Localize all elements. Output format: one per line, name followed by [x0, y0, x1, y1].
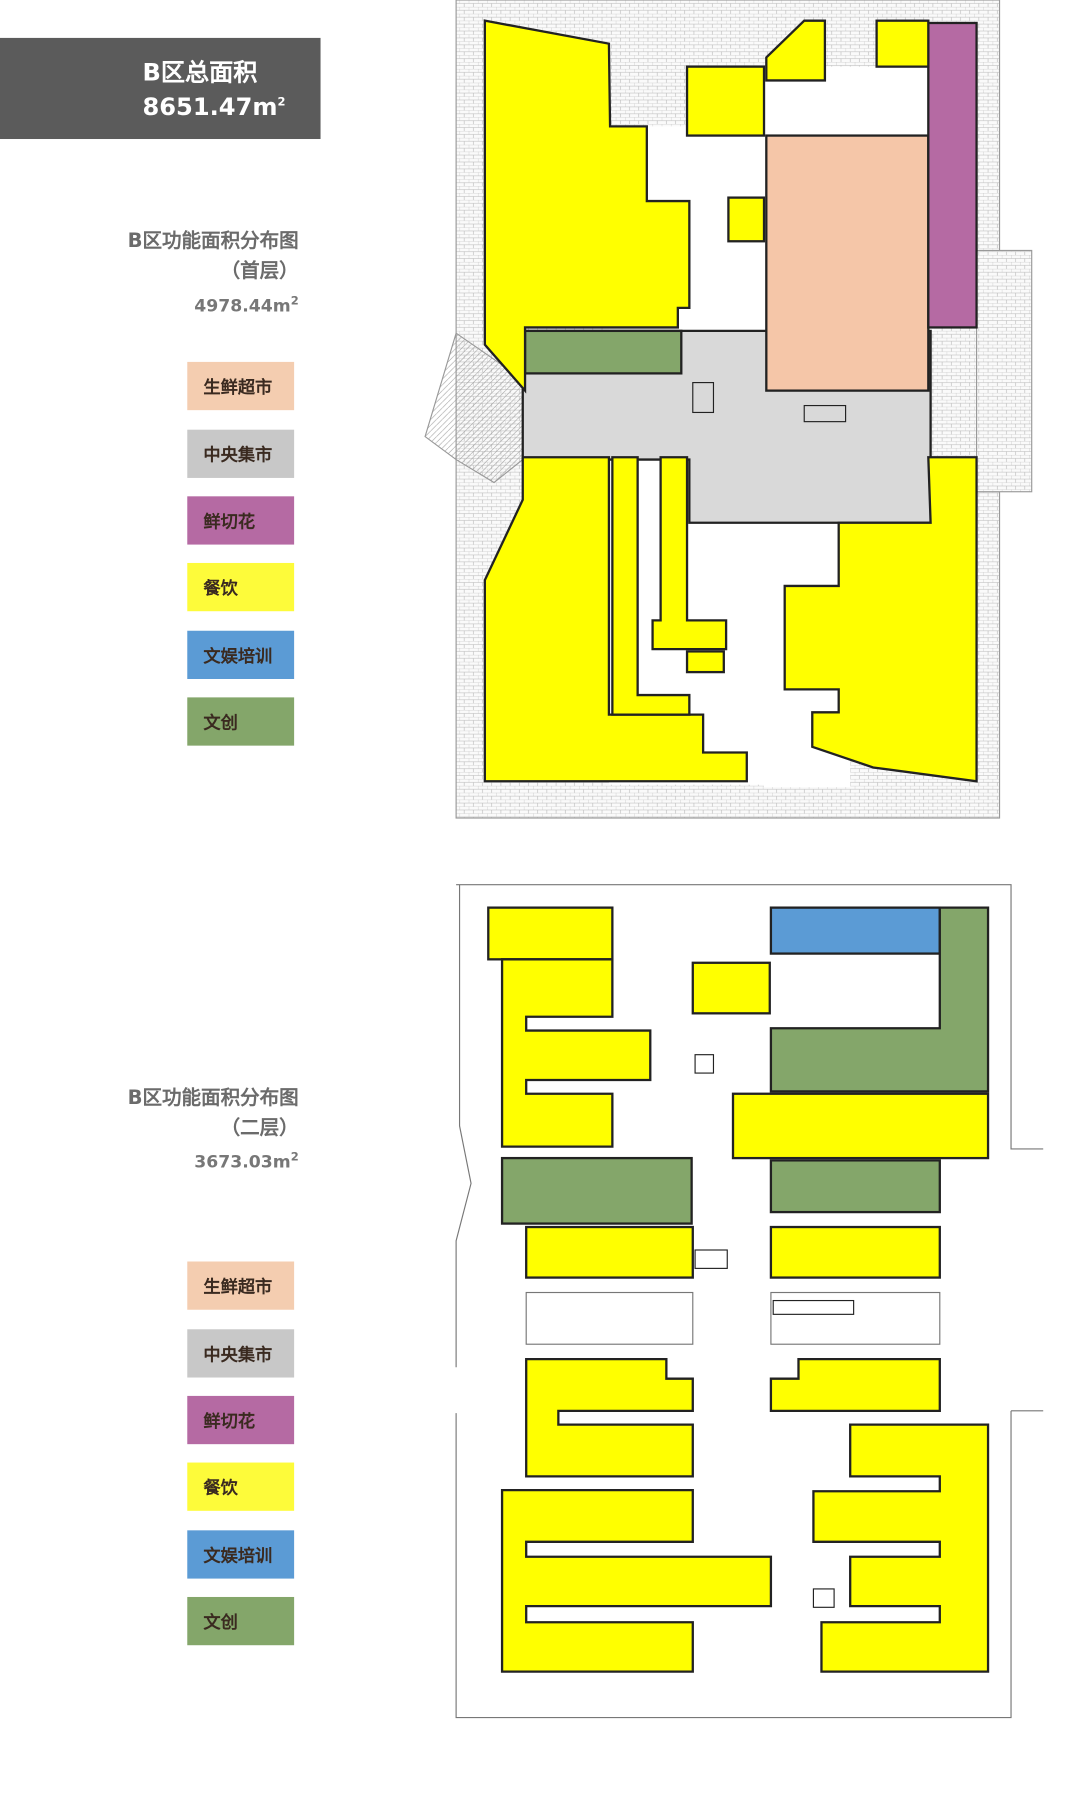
- flower-zone: [927, 21, 978, 329]
- elevator-icon: [812, 1588, 835, 1608]
- dining-zone: [487, 906, 614, 961]
- floor2-plan: [455, 884, 1044, 1719]
- floor2-title: B区功能面积分布图: [127, 1086, 299, 1110]
- dining-zone: [783, 456, 978, 783]
- elevator-icon: [694, 1249, 728, 1269]
- floor1-title: B区功能面积分布图: [127, 229, 299, 253]
- legend-fresh-flowers-2: 鲜切花: [187, 1395, 295, 1445]
- dining-zone: [875, 19, 930, 68]
- legend-fresh-supermarket: 生鲜超市: [187, 361, 295, 411]
- dining-zone: [765, 19, 827, 82]
- dining-zone: [685, 65, 766, 137]
- dining-zone: [500, 1488, 773, 1673]
- floor2-area: 3673.03m2: [194, 1151, 299, 1172]
- floor1-plan: [424, 0, 1033, 819]
- total-area-value: 8651.47m2: [142, 93, 286, 121]
- legend-fresh-flowers: 鲜切花: [187, 496, 295, 545]
- cultural-zone: [769, 1159, 941, 1214]
- entertainment-zone: [769, 906, 941, 955]
- cultural-zone: [769, 906, 990, 1093]
- escalator-icon: [772, 1299, 855, 1315]
- legend-cultural-creative: 文创: [187, 697, 295, 746]
- legend-dining-2: 餐饮: [187, 1462, 295, 1511]
- dining-zone: [525, 1357, 694, 1478]
- floor1-floor-label: （首层）: [220, 259, 299, 283]
- dining-zone: [727, 196, 766, 243]
- legend-central-market-2: 中央集市: [187, 1329, 295, 1378]
- dining-zone: [500, 958, 652, 1148]
- dining-zone: [651, 456, 728, 651]
- legend-fresh-supermarket-2: 生鲜超市: [187, 1261, 295, 1310]
- legend-central-market: 中央集市: [187, 429, 295, 478]
- dining-zone: [731, 1092, 990, 1160]
- legend-dining: 餐饮: [187, 562, 295, 612]
- dining-zone: [769, 1225, 941, 1279]
- dining-zone: [483, 19, 691, 394]
- supermarket-zone: [765, 134, 930, 392]
- cultural-zone: [500, 1156, 693, 1225]
- floor2-floor-label: （二层）: [220, 1116, 299, 1140]
- dining-zone: [685, 650, 725, 674]
- legend-entertainment-training: 文娱培训: [187, 630, 295, 679]
- legend-entertainment-training-2: 文娱培训: [187, 1530, 295, 1579]
- elevator-icon: [692, 382, 715, 414]
- total-area-box: B区总面积 8651.47m2: [0, 37, 321, 140]
- floor1-area: 4978.44m2: [194, 295, 299, 316]
- elevator-icon: [694, 1054, 715, 1074]
- dining-zone: [483, 456, 748, 783]
- dining-zone: [611, 456, 691, 716]
- escalator-icon: [803, 404, 847, 423]
- cultural-zone: [523, 329, 683, 375]
- legend-cultural-creative-2: 文创: [187, 1596, 295, 1646]
- dining-zone: [812, 1423, 990, 1673]
- floor2-outline: [455, 884, 1044, 1719]
- dining-zone: [691, 961, 771, 1015]
- dining-zone: [769, 1357, 941, 1412]
- dining-zone: [525, 1225, 694, 1279]
- total-area-title: B区总面积: [142, 58, 258, 87]
